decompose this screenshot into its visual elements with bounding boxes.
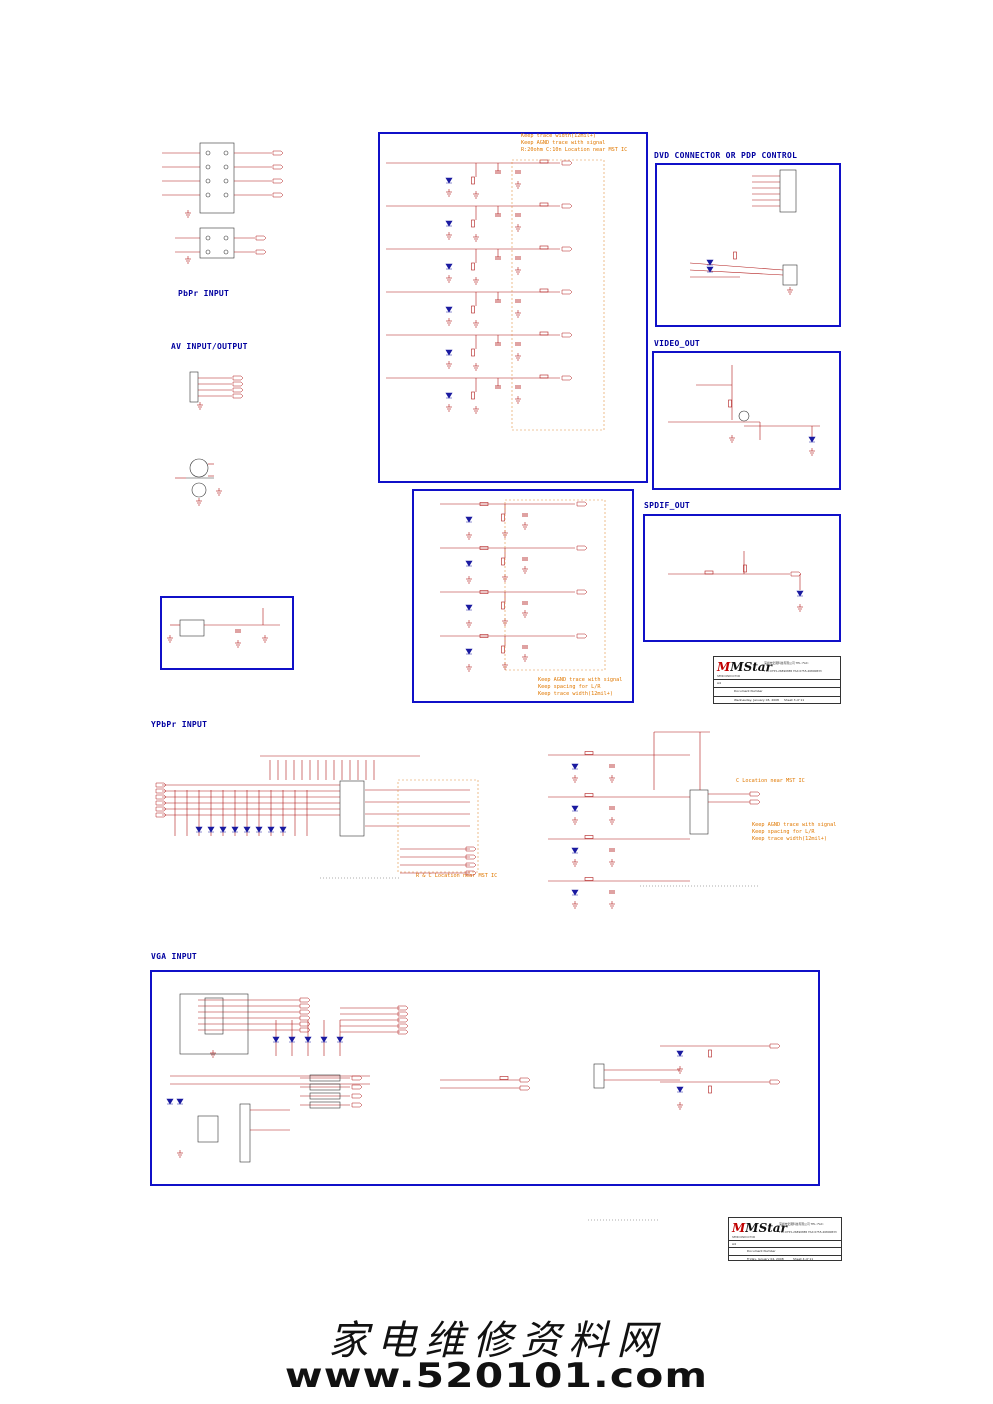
mstar-logo: MMStar [732, 1221, 787, 1235]
note-ypbpr-r1: Keep AGND trace with signal [752, 822, 837, 828]
note-top-1: Keep trace width(12mil+) [521, 133, 596, 139]
section-title-ypbpr: YPbPr INPUT [151, 720, 208, 729]
section-title-av: AV INPUT/OUTPUT [171, 342, 248, 351]
audio-input-box [378, 132, 648, 483]
sheet-number: Sheet 4 of 11 [793, 1257, 814, 1261]
title-block-1: MMStar SEMICONDUCTOR 深圳市宏图科技有限公司 TEL: FA… [713, 656, 841, 704]
note-mid-3: Keep trace width(12mil+) [538, 691, 613, 697]
sheet-size: A4 [717, 681, 721, 685]
section-title-dvd: DVD CONNECTOR OR PDP CONTROL [654, 151, 798, 160]
sheet-size: A4 [732, 1242, 736, 1246]
company-phone: TEL:0755-26890885 FAX:0755-26890833 [779, 1230, 837, 1234]
section-title-pbpr: PbPr INPUT [178, 289, 230, 298]
note-top-2: Keep AGND trace with signal [521, 140, 606, 146]
spdif-out-box [643, 514, 841, 642]
note-ypbpr-c: C Location near MST IC [736, 778, 805, 784]
title-block-2: MMStar SEMICONDUCTOR 深圳市宏图科技有限公司 TEL: FA… [728, 1217, 842, 1261]
audio-output-box [412, 489, 634, 703]
company-name: 深圳市宏图科技有限公司 TEL: FAX: [764, 661, 809, 665]
note-ypbpr-r3: Keep trace width(12mil+) [752, 836, 827, 842]
note-mid-2: Keep spacing for L/R [538, 684, 601, 690]
vga-input-box [150, 970, 820, 1186]
note-top-3: R:20ohm C:10n Location near MST IC [521, 147, 628, 153]
sheet-number: Sheet 3 of 11 [784, 698, 805, 702]
mstar-logo: MMStar [717, 660, 772, 674]
logo-subtitle: SEMICONDUCTOR [717, 675, 741, 678]
note-ypbpr-rc: R & C Location near MST IC [416, 873, 498, 879]
sheet-date: Friday, January 04, 2008 [747, 1257, 784, 1261]
dvd-connector-box [655, 163, 841, 327]
watermark-chinese: 家电维修资料网 [328, 1318, 665, 1364]
video-out-box [652, 351, 841, 490]
section-title-spdif: SPDIF_OUT [644, 501, 691, 510]
note-mid-1: Keep AGND trace with signal [538, 677, 623, 683]
watermark-url: www.520101.com [284, 1356, 709, 1396]
note-ypbpr-r2: Keep spacing for L/R [752, 829, 815, 835]
spdif-in-box [160, 596, 294, 670]
document-number-label: Document Number [747, 1249, 776, 1253]
company-phone: TEL:0755-26890885 FAX:0755-26890833 [764, 669, 822, 673]
sheet-date: Wednesday, January 03, 2008 [734, 698, 779, 702]
section-title-video-out: VIDEO_OUT [654, 339, 701, 348]
logo-subtitle: SEMICONDUCTOR [732, 1236, 756, 1239]
document-number-label: Document Number [734, 689, 763, 693]
company-name: 深圳市宏图科技有限公司 TEL: FAX: [779, 1222, 824, 1226]
section-title-vga: VGA INPUT [151, 952, 198, 961]
